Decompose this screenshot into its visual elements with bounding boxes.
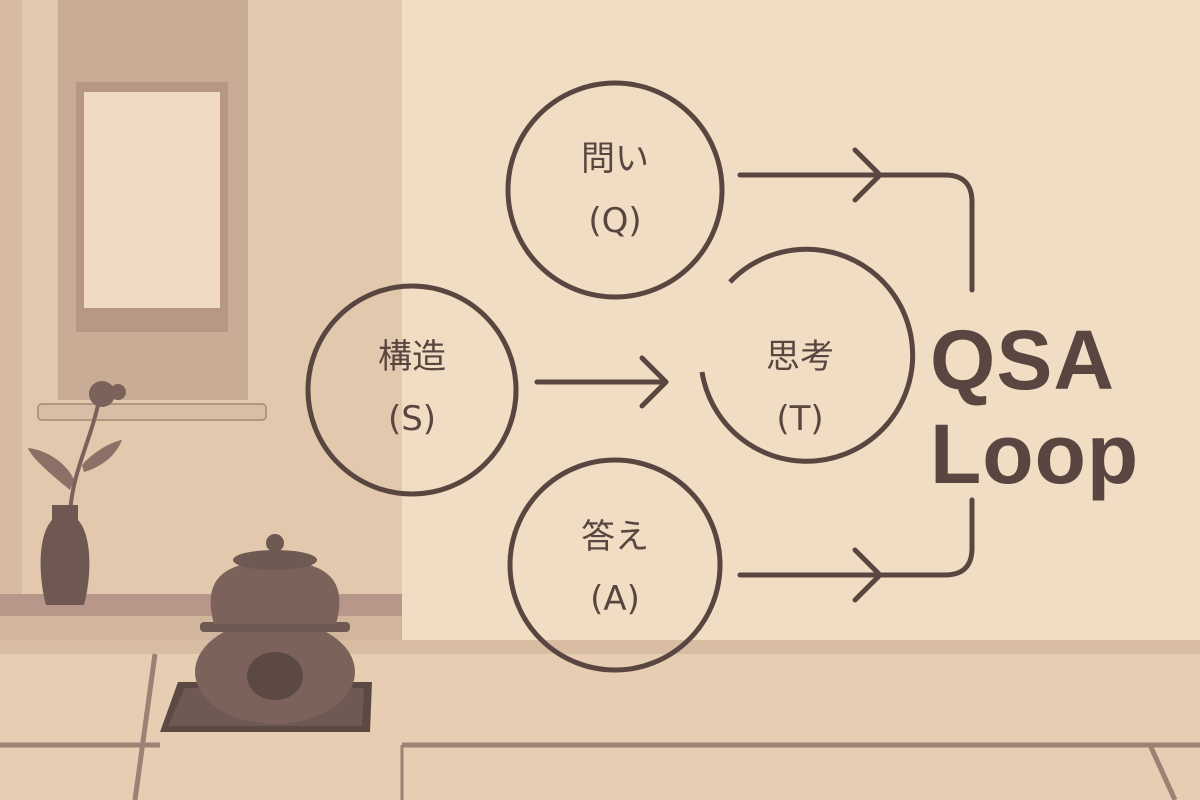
tatami-seam-diag [132,653,158,800]
node-thinking: 思考 (T) [690,340,910,436]
arrow-structure-head [639,355,669,409]
kettle-brazier-hole [247,652,303,700]
arrow-question-head [852,147,883,203]
vase [40,505,90,605]
node-question: 問い (Q) [505,142,725,238]
diagram-title-line2: Loop [930,407,1140,501]
arrow-answer-head [852,547,883,603]
node-answer-short: (A) [590,579,640,619]
node-question-circle [505,80,725,300]
node-structure-circle [305,283,519,497]
node-answer-circle [507,457,723,673]
flower-leaf-right [82,440,122,472]
node-structure-label: 構造 [378,337,446,377]
node-question-short: (Q) [588,201,642,241]
node-thinking-label: 思考 [766,337,834,377]
flower-stem [68,394,102,516]
kettle-lid [233,550,317,570]
diagram-nodes [305,80,916,673]
node-question-label: 問い [581,139,649,179]
node-answer: 答え (A) [505,520,725,616]
node-thinking-short: (T) [776,399,824,439]
node-structure-short: (S) [387,399,437,439]
arrow-answer-to-loop [737,497,975,578]
diagram-title-line1: QSA [930,313,1116,407]
kettle-rim [200,622,350,632]
node-answer-label: 答え [581,517,649,557]
flower-leaf-left [28,448,74,490]
node-thinking-circle [699,246,916,464]
tatami-edge-back [0,640,1200,654]
diagram-connectors [534,147,975,603]
node-structure: 構造 (S) [302,340,522,436]
scroll-rod [37,403,267,421]
flower-bloom-petal [110,384,126,400]
arrow-question-to-loop [737,172,975,293]
kettle-knob-stem [271,545,279,557]
kettle-knob [266,534,284,552]
hanging-scroll-paper [84,92,220,308]
alcove-pillar [0,0,22,640]
tatami-seam-right [1147,743,1178,800]
flower-bloom [89,381,115,407]
kettle-pot [210,560,340,624]
